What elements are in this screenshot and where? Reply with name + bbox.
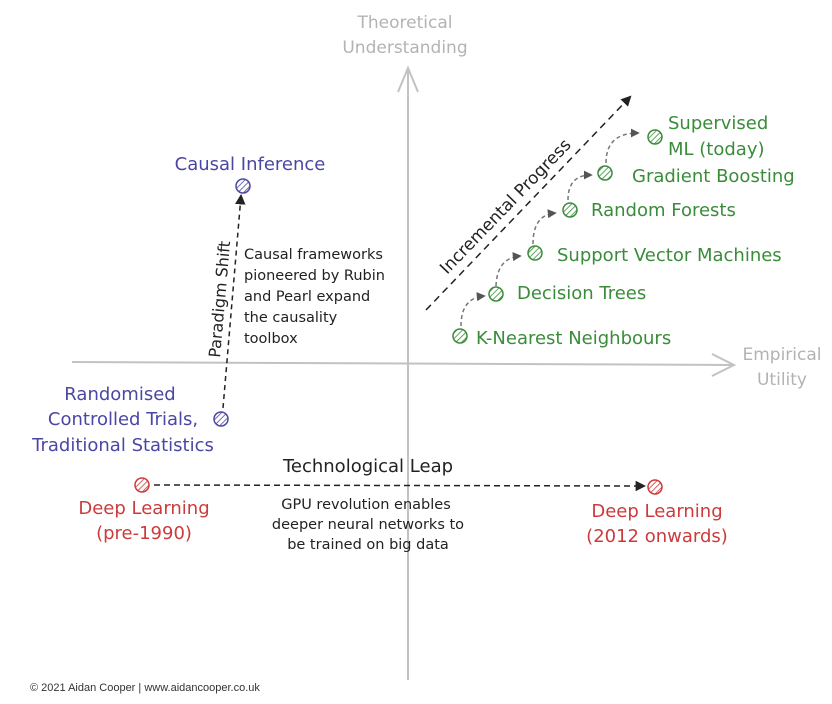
causal-inference-label: Causal Inference: [175, 154, 326, 175]
randomised-label-line2: Controlled Trials,: [48, 409, 198, 430]
ml-step-arrow-4: [567, 170, 593, 201]
x-axis-line: [71, 361, 735, 366]
svm-node: [527, 245, 543, 261]
y-axis-label-line2: Understanding: [342, 38, 467, 58]
dl-2012-label-line2: (2012 onwards): [586, 526, 728, 547]
causal-note-line4: the causality: [244, 310, 338, 326]
decision-trees-node: [488, 286, 504, 302]
supervised-ml-node: [647, 129, 663, 145]
causal-note-line1: Causal frameworks: [244, 247, 383, 263]
x-axis-arrowhead: [711, 353, 737, 377]
randomised-label-line1: Randomised: [64, 384, 175, 405]
random-forests-label: Random Forests: [591, 200, 736, 221]
dl-pre1990-node: [134, 477, 150, 493]
knn-label: K-Nearest Neighbours: [476, 328, 671, 349]
causal-inference-node: [235, 178, 251, 194]
paradigm-shift-label: Paradigm Shift: [205, 240, 234, 358]
dl-2012-label-line1: Deep Learning: [591, 501, 722, 522]
deep-learning-group: Technological Leap Deep Learning (pre-19…: [78, 456, 727, 553]
causal-note-line5: toolbox: [244, 331, 298, 347]
dl-2012-node: [647, 479, 663, 495]
gradient-boosting-node: [597, 165, 613, 181]
y-axis-label-line1: Theoretical: [357, 13, 453, 33]
svm-label: Support Vector Machines: [557, 245, 782, 266]
randomised-trials-node: [213, 411, 229, 427]
causal-note-line3: and Pearl expand: [244, 289, 370, 305]
dl-note-line2: deeper neural networks to: [272, 517, 464, 533]
ml-step-arrow-2: [495, 252, 522, 287]
dl-note-line3: be trained on big data: [287, 537, 449, 553]
knn-node: [452, 328, 468, 344]
ml-group: Incremental Progress K-Nearest Neighbour…: [425, 95, 795, 349]
technological-leap-label: Technological Leap: [282, 456, 453, 477]
x-axis-label-line1: Empirical: [742, 345, 821, 365]
decision-trees-label: Decision Trees: [517, 283, 646, 304]
ml-step-arrow-3: [532, 209, 557, 245]
causal-note-line2: pioneered by Rubin: [244, 268, 385, 284]
dl-pre1990-label-line2: (pre-1990): [96, 523, 192, 544]
random-forests-node: [562, 202, 578, 218]
ml-step-arrow-5: [605, 128, 640, 164]
randomised-label-line3: Traditional Statistics: [31, 435, 214, 456]
axes: Theoretical Understanding Empirical Util…: [71, 13, 822, 680]
copyright-footer: © 2021 Aidan Cooper | www.aidancooper.co…: [30, 682, 260, 694]
dl-note-line1: GPU revolution enables: [281, 497, 451, 513]
supervised-ml-label-line1: Supervised: [668, 113, 768, 134]
technological-leap-arrow: [153, 480, 647, 492]
gradient-boosting-label: Gradient Boosting: [632, 166, 795, 187]
incremental-progress-arrow: [425, 95, 632, 311]
incremental-progress-label: Incremental Progress: [436, 135, 575, 278]
causal-group: Causal Inference Paradigm Shift Randomis…: [31, 154, 385, 456]
x-axis-label-line2: Utility: [757, 370, 807, 390]
ml-step-arrow-1: [460, 292, 486, 327]
supervised-ml-label-line2: ML (today): [668, 139, 765, 160]
dl-pre1990-label-line1: Deep Learning: [78, 498, 209, 519]
y-axis-arrowhead: [397, 65, 419, 93]
